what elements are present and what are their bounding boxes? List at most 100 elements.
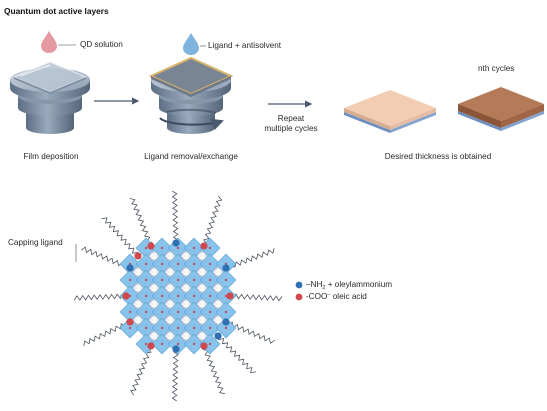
octahedron-center xyxy=(208,342,212,346)
cation-sphere xyxy=(181,283,191,293)
acid-end-group xyxy=(147,342,155,350)
octahedron-center xyxy=(160,342,164,346)
octahedron-center xyxy=(208,262,212,266)
spin-coater-ligand-exchange xyxy=(148,56,234,134)
cation-sphere xyxy=(197,331,207,341)
acid-end-group xyxy=(200,242,208,250)
octahedron-center xyxy=(224,326,228,330)
repeat-label-line1: Repeat xyxy=(277,114,305,123)
cation-sphere xyxy=(165,331,175,341)
octahedron-center xyxy=(160,262,164,266)
cation-sphere xyxy=(213,315,223,325)
thick-film-stack xyxy=(458,87,544,131)
cation-sphere xyxy=(181,299,191,309)
qd-droplet-icon xyxy=(41,31,57,53)
octahedron-center xyxy=(160,294,164,298)
acid-end-group xyxy=(134,252,142,260)
octahedron-center xyxy=(128,310,132,314)
octahedron-center xyxy=(128,278,132,282)
octahedron-center xyxy=(192,278,196,282)
nth-cycles-label: nth cycles xyxy=(478,64,515,73)
cation-sphere xyxy=(133,283,143,293)
acid-end-group xyxy=(126,318,134,326)
cation-sphere xyxy=(149,267,159,277)
ligand-removal-label: Ligand removal/exchange xyxy=(144,152,238,161)
ligand-chain xyxy=(217,335,256,374)
repeat-label-line2: multiple cycles xyxy=(264,124,318,133)
acid-end-group xyxy=(226,292,234,300)
antisolvent-droplet-icon xyxy=(183,33,199,55)
cation-sphere xyxy=(197,283,207,293)
octahedron-center xyxy=(160,278,164,282)
cation-sphere xyxy=(213,299,223,309)
legend-amine-subscript: 2 xyxy=(322,285,326,291)
amine-end-group xyxy=(172,345,180,353)
octahedron-center xyxy=(176,294,180,298)
cation-sphere xyxy=(149,251,159,261)
legend-acid-text: -COO– oleic acid xyxy=(306,292,367,303)
octahedron-center xyxy=(144,262,148,266)
amine-end-group xyxy=(222,264,230,272)
legend-acid-superscript: – xyxy=(327,292,331,298)
octahedron-center xyxy=(192,294,196,298)
octahedron-center xyxy=(208,326,212,330)
ligand-antisolvent-label: Ligand + antisolvent xyxy=(208,41,282,50)
acid-end-group xyxy=(147,242,155,250)
acid-end-group xyxy=(200,342,208,350)
cation-sphere xyxy=(133,299,143,309)
cation-sphere xyxy=(165,283,175,293)
octahedron-center xyxy=(192,310,196,314)
octahedron-center xyxy=(144,326,148,330)
ligand-chain xyxy=(171,348,179,402)
cation-sphere xyxy=(165,315,175,325)
legend-acid-suffix: oleic acid xyxy=(330,292,367,301)
legend-amine-suffix: + oleylammonium xyxy=(325,280,393,289)
octahedron-center xyxy=(208,246,212,250)
octahedron-center xyxy=(160,310,164,314)
octahedron-center xyxy=(192,326,196,330)
cation-sphere xyxy=(197,315,207,325)
ligand-end-groups xyxy=(122,239,234,353)
cation-sphere xyxy=(197,299,207,309)
cation-sphere xyxy=(165,267,175,277)
cation-sphere xyxy=(165,299,175,309)
ligand-chain xyxy=(229,293,283,302)
cation-sphere xyxy=(181,267,191,277)
octahedron-center xyxy=(160,326,164,330)
cation-sphere xyxy=(149,315,159,325)
octahedron-center xyxy=(144,278,148,282)
cation-sphere xyxy=(165,251,175,261)
octahedron-center xyxy=(160,246,164,250)
octahedron-center xyxy=(176,262,180,266)
spin-coater-deposition xyxy=(10,61,90,134)
octahedron-center xyxy=(176,246,180,250)
octahedron-center xyxy=(208,294,212,298)
octahedron-center xyxy=(144,294,148,298)
amine-end-group xyxy=(222,318,230,326)
desired-thickness-label: Desired thickness is obtained xyxy=(384,152,492,161)
cation-sphere xyxy=(213,267,223,277)
octahedron-center xyxy=(208,310,212,314)
octahedron-center xyxy=(192,342,196,346)
octahedron-center xyxy=(128,326,132,330)
octahedron-center xyxy=(144,246,148,250)
cation-sphere xyxy=(213,283,223,293)
ligand-chain xyxy=(203,195,223,247)
cation-sphere xyxy=(181,315,191,325)
legend-amine-prefix: –NH xyxy=(306,280,323,289)
ligand-chain xyxy=(171,190,179,244)
cation-sphere xyxy=(149,331,159,341)
ligand-chain xyxy=(202,345,225,395)
cation-sphere xyxy=(181,251,191,261)
acid-end-group xyxy=(122,292,130,300)
legend-acid-dot xyxy=(295,293,303,301)
rotation-arrow-icon xyxy=(159,117,224,131)
octahedron-center xyxy=(192,246,196,250)
cation-sphere xyxy=(133,315,143,325)
octahedron-center xyxy=(144,310,148,314)
ligand-chain xyxy=(73,293,127,301)
amine-end-group xyxy=(172,239,180,247)
amine-end-group xyxy=(214,332,222,340)
cation-sphere xyxy=(197,267,207,277)
ligand-chain xyxy=(225,248,275,270)
